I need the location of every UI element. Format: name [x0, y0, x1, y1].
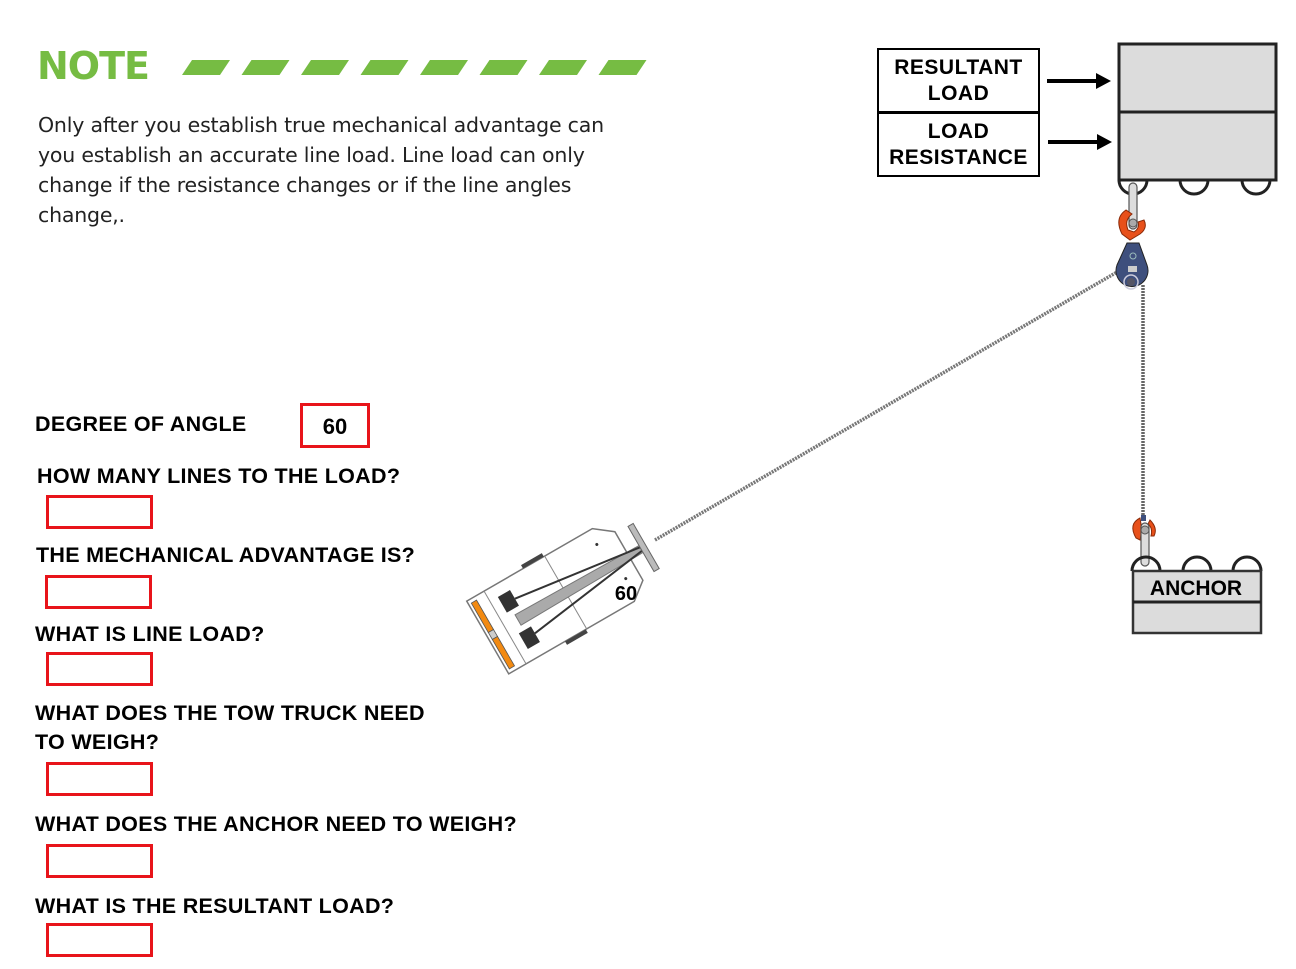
- question-anchor-weight: WHAT DOES THE ANCHOR NEED TO WEIGH?: [35, 812, 517, 836]
- answer-mechanical-advantage[interactable]: [45, 575, 152, 609]
- answer-lines-to-load[interactable]: [46, 495, 153, 529]
- question-resultant-load: WHAT IS THE RESULTANT LOAD?: [35, 894, 395, 918]
- tow-truck: [465, 522, 660, 675]
- note-dash: [539, 60, 587, 75]
- resultant-load-label-line1: RESULTANT: [894, 56, 1023, 79]
- load-resistance-label-line2: RESISTANCE: [889, 146, 1028, 169]
- note-dash-divider: [182, 60, 647, 75]
- note-title: NOTE: [37, 44, 150, 88]
- question-mechanical-advantage: THE MECHANICAL ADVANTAGE IS?: [36, 543, 416, 567]
- resultant-load-label: RESULTANT LOAD: [877, 48, 1040, 113]
- resultant-load-label-line2: LOAD: [927, 82, 990, 105]
- note-dash: [182, 60, 230, 75]
- load-resistance-label-line1: LOAD: [927, 120, 990, 143]
- note-dash: [360, 60, 409, 75]
- load-hook-icon: [1118, 182, 1146, 241]
- note-dash: [598, 60, 647, 75]
- load-block: [1117, 42, 1278, 196]
- anchor-hook-icon: [1132, 515, 1156, 567]
- question-lines-to-load: HOW MANY LINES TO THE LOAD?: [37, 464, 401, 488]
- winch-line: [654, 266, 1125, 542]
- angle-value-box[interactable]: 60: [300, 403, 370, 448]
- truck-angle-label: 60: [615, 583, 637, 605]
- answer-anchor-weight[interactable]: [46, 844, 153, 878]
- resultant-arrow-icon: [1047, 73, 1111, 89]
- question-line-load: WHAT IS LINE LOAD?: [35, 622, 265, 646]
- note-dash: [420, 60, 468, 75]
- anchor-block: ANCHOR: [1130, 555, 1263, 635]
- note-dash: [241, 60, 290, 75]
- question-tow-truck-weight-line2: TO WEIGH?: [35, 730, 160, 754]
- load-resistance-label: LOAD RESISTANCE: [877, 112, 1040, 177]
- answer-resultant-load[interactable]: [46, 923, 153, 957]
- answer-line-load[interactable]: [46, 652, 153, 686]
- question-tow-truck-weight: WHAT DOES THE TOW TRUCK NEED TO WEIGH?: [35, 699, 425, 757]
- resistance-arrow-icon: [1048, 134, 1112, 150]
- note-dash: [301, 60, 349, 75]
- note-dash: [479, 60, 528, 75]
- angle-label: DEGREE OF ANGLE: [35, 412, 247, 436]
- answer-tow-truck-weight[interactable]: [46, 762, 153, 796]
- snatch-block-pulley-icon: [1115, 242, 1149, 290]
- question-tow-truck-weight-line1: WHAT DOES THE TOW TRUCK NEED: [35, 701, 425, 725]
- note-body: Only after you establish true mechanical…: [38, 113, 604, 227]
- anchor-label: ANCHOR: [1150, 577, 1242, 600]
